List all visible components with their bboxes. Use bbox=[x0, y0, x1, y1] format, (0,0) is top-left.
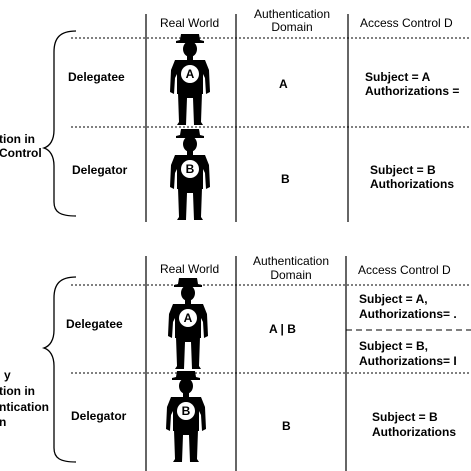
bottom-header-auth-domain-1: Authentication bbox=[252, 254, 330, 268]
bottom-header-real-world: Real World bbox=[160, 262, 220, 276]
top-delegator-subject: Subject = B bbox=[370, 163, 436, 177]
top-delegator-auth-domain: B bbox=[281, 172, 290, 186]
bottom-header-auth-domain-2: Domain bbox=[270, 268, 312, 282]
top-delegator-authorizations: Authorizations bbox=[370, 177, 454, 191]
bottom-table-lines bbox=[71, 256, 471, 471]
bottom-left-label-2: tion in bbox=[0, 384, 35, 398]
top-header-auth-domain-1: Authentication bbox=[253, 7, 331, 21]
bottom-delegatee-authorizations-a: Authorizations= . bbox=[359, 307, 457, 321]
bottom-delegatee-auth-domain: A | B bbox=[269, 322, 296, 336]
bottom-left-label-1: y bbox=[4, 368, 11, 382]
top-delegatee-letter: A bbox=[185, 67, 195, 81]
bottom-left-label-4: n bbox=[0, 415, 7, 429]
top-delegatee-label: Delegatee bbox=[68, 70, 125, 84]
top-delegator-letter: B bbox=[185, 162, 195, 176]
top-delegatee-authorizations: Authorizations = bbox=[365, 84, 460, 98]
top-header-real-world: Real World bbox=[160, 16, 220, 30]
top-left-label-1: tion in bbox=[0, 132, 35, 146]
bottom-delegatee-authorizations-b: Authorizations= I bbox=[359, 354, 457, 368]
top-left-brace bbox=[41, 30, 77, 217]
bottom-delegatee-label: Delegatee bbox=[66, 317, 123, 331]
bottom-delegator-authorizations: Authorizations bbox=[372, 425, 456, 439]
top-left-label-2: Control bbox=[0, 146, 42, 160]
bottom-delegatee-letter: A bbox=[183, 311, 193, 325]
top-delegatee-subject: Subject = A bbox=[365, 70, 431, 84]
bottom-delegatee-subject-a: Subject = A, bbox=[359, 292, 428, 306]
bottom-left-label-3: ntication bbox=[0, 400, 49, 414]
bottom-delegator-letter: B bbox=[181, 404, 191, 418]
bottom-header-access-control: Access Control D bbox=[358, 263, 451, 277]
top-header-access-control: Access Control D bbox=[360, 16, 453, 30]
top-header-auth-domain-2: Domain bbox=[271, 20, 313, 34]
top-table-lines bbox=[71, 14, 471, 222]
bottom-delegator-subject: Subject = B bbox=[372, 410, 438, 424]
top-delegator-label: Delegator bbox=[72, 163, 128, 177]
bottom-delegatee-subject-b: Subject = B, bbox=[359, 339, 429, 353]
top-delegatee-auth-domain: A bbox=[279, 77, 288, 91]
bottom-delegator-label: Delegator bbox=[71, 409, 127, 423]
bottom-left-brace bbox=[41, 276, 77, 463]
bottom-delegator-auth-domain: B bbox=[282, 419, 291, 433]
